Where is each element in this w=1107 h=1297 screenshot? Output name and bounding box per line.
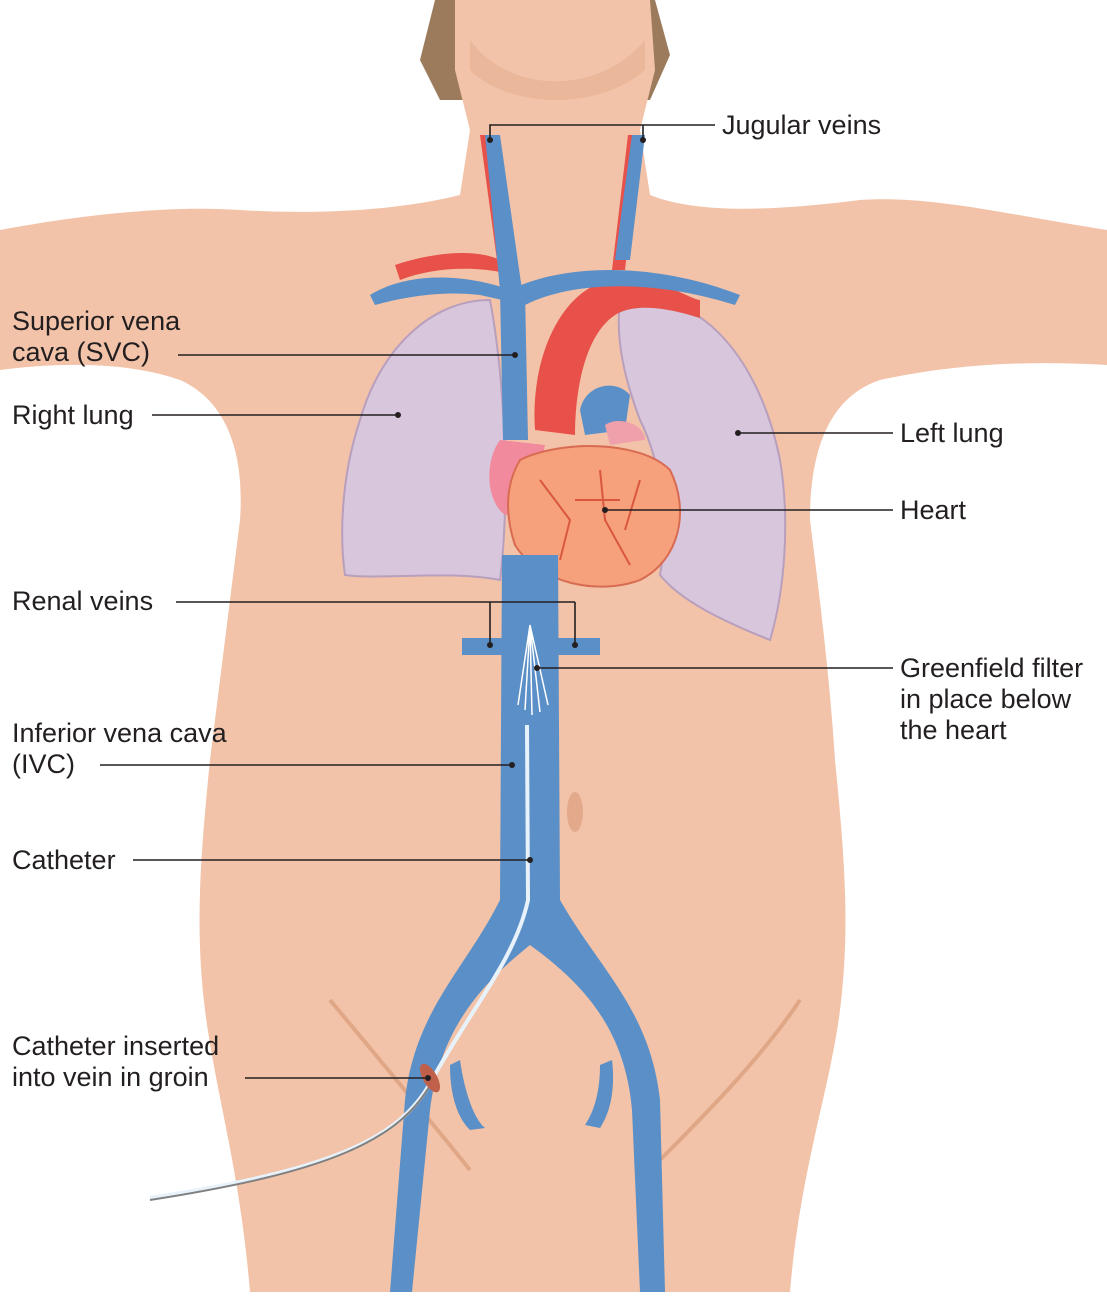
label-catheter: Catheter bbox=[12, 845, 116, 876]
superior-vena-cava-shape bbox=[500, 290, 528, 440]
label-ivc-line1: Inferior vena cava bbox=[12, 718, 227, 749]
label-heart: Heart bbox=[900, 495, 966, 526]
label-right-lung: Right lung bbox=[12, 400, 134, 431]
label-ivc-line2: (IVC) bbox=[12, 749, 227, 780]
label-svc-line1: Superior vena bbox=[12, 306, 180, 337]
label-superior-vena-cava: Superior vena cava (SVC) bbox=[12, 306, 180, 368]
label-left-lung: Left lung bbox=[900, 418, 1004, 449]
label-renal-veins: Renal veins bbox=[12, 586, 153, 617]
label-groin-line2: into vein in groin bbox=[12, 1062, 219, 1093]
label-filter-line3: the heart bbox=[900, 715, 1083, 746]
label-jugular-veins: Jugular veins bbox=[722, 110, 881, 141]
label-svc-line2: cava (SVC) bbox=[12, 337, 180, 368]
label-greenfield-filter: Greenfield filter in place below the hea… bbox=[900, 653, 1083, 746]
label-groin-line1: Catheter inserted bbox=[12, 1031, 219, 1062]
label-filter-line1: Greenfield filter bbox=[900, 653, 1083, 684]
label-filter-line2: in place below bbox=[900, 684, 1083, 715]
label-catheter-inserted: Catheter inserted into vein in groin bbox=[12, 1031, 219, 1093]
navel bbox=[567, 792, 583, 832]
label-inferior-vena-cava: Inferior vena cava (IVC) bbox=[12, 718, 227, 780]
